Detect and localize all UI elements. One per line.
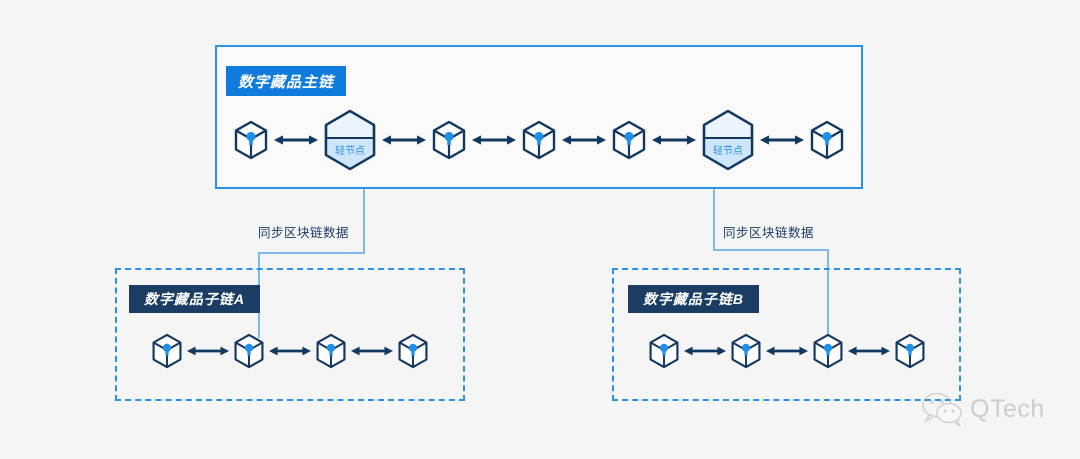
bidirectional-arrow-icon (186, 346, 230, 356)
bidirectional-arrow-icon (382, 135, 426, 145)
bidirectional-arrow-icon (268, 346, 312, 356)
cube-icon (398, 333, 428, 369)
cube-icon (234, 120, 268, 160)
cube-icon (432, 120, 466, 160)
main-chain-arrow-6 (756, 130, 808, 150)
sub-chain-a-title-badge: 数字藏品子链A (129, 285, 260, 313)
main-chain-arrow-4 (558, 130, 610, 150)
bidirectional-arrow-icon (472, 135, 516, 145)
main-chain-node-light-2[interactable]: 轻节点 (700, 109, 756, 171)
sub-chain-b-node-cube-3[interactable] (811, 332, 845, 370)
hexagon-light-node-icon (702, 109, 754, 171)
sync-label-left: 同步区块链数据 (258, 226, 350, 240)
main-chain-node-cube-2[interactable] (430, 119, 468, 161)
cube-icon (612, 120, 646, 160)
sub-chain-b-arrow-3 (845, 341, 893, 361)
bidirectional-arrow-icon (683, 346, 726, 356)
watermark: QTech (922, 392, 1045, 426)
hexagon-light-node-icon (324, 109, 376, 171)
cube-icon (895, 333, 924, 369)
sub-chain-a-arrow-2 (266, 341, 314, 361)
sub-chain-b-title-badge: 数字藏品子链B (628, 285, 759, 313)
sub-chain-b-arrow-2 (763, 341, 811, 361)
bidirectional-arrow-icon (765, 346, 808, 356)
bidirectional-arrow-icon (652, 135, 696, 145)
cube-icon (813, 333, 842, 369)
main-chain-arrow-2 (378, 130, 430, 150)
sync-label-right: 同步区块链数据 (723, 226, 815, 240)
main-chain-node-cube-4[interactable] (610, 119, 648, 161)
cube-icon (152, 333, 182, 369)
bidirectional-arrow-icon (847, 346, 890, 356)
main-chain-node-cube-1[interactable] (232, 119, 270, 161)
sub-chain-a-arrow-1 (184, 341, 232, 361)
cube-icon (234, 333, 264, 369)
sub-chain-a-node-cube-4[interactable] (396, 332, 430, 370)
sub-chain-b-node-cube-1[interactable] (647, 332, 681, 370)
cube-icon (316, 333, 346, 369)
sub-chain-a-node-row (115, 327, 465, 375)
main-chain-arrow-5 (648, 130, 700, 150)
bidirectional-arrow-icon (562, 135, 606, 145)
bidirectional-arrow-icon (760, 135, 804, 145)
cube-icon (522, 120, 556, 160)
main-chain-node-cube-5[interactable] (808, 119, 846, 161)
sub-chain-a-node-cube-3[interactable] (314, 332, 348, 370)
main-chain-title-badge: 数字藏品主链 (226, 66, 346, 96)
sub-chain-b-container (612, 268, 961, 401)
main-chain-node-row: 轻节点 (215, 108, 863, 172)
main-chain-node-light-1[interactable]: 轻节点 (322, 109, 378, 171)
sub-chain-a-arrow-3 (348, 341, 396, 361)
watermark-text: QTech (970, 394, 1045, 423)
bidirectional-arrow-icon (274, 135, 318, 145)
cube-icon (731, 333, 760, 369)
cube-icon (810, 120, 844, 160)
wechat-icon (922, 392, 962, 426)
bidirectional-arrow-icon (350, 346, 394, 356)
sub-chain-a-node-cube-2[interactable] (232, 332, 266, 370)
cube-icon (649, 333, 678, 369)
main-chain-arrow-1 (270, 130, 322, 150)
sub-chain-b-arrow-1 (681, 341, 729, 361)
sub-chain-a-container (115, 268, 465, 401)
main-chain-arrow-3 (468, 130, 520, 150)
sub-chain-a-node-cube-1[interactable] (150, 332, 184, 370)
sub-chain-b-node-cube-4[interactable] (893, 332, 927, 370)
main-chain-node-cube-3[interactable] (520, 119, 558, 161)
sub-chain-b-node-row (612, 327, 961, 375)
sub-chain-b-node-cube-2[interactable] (729, 332, 763, 370)
